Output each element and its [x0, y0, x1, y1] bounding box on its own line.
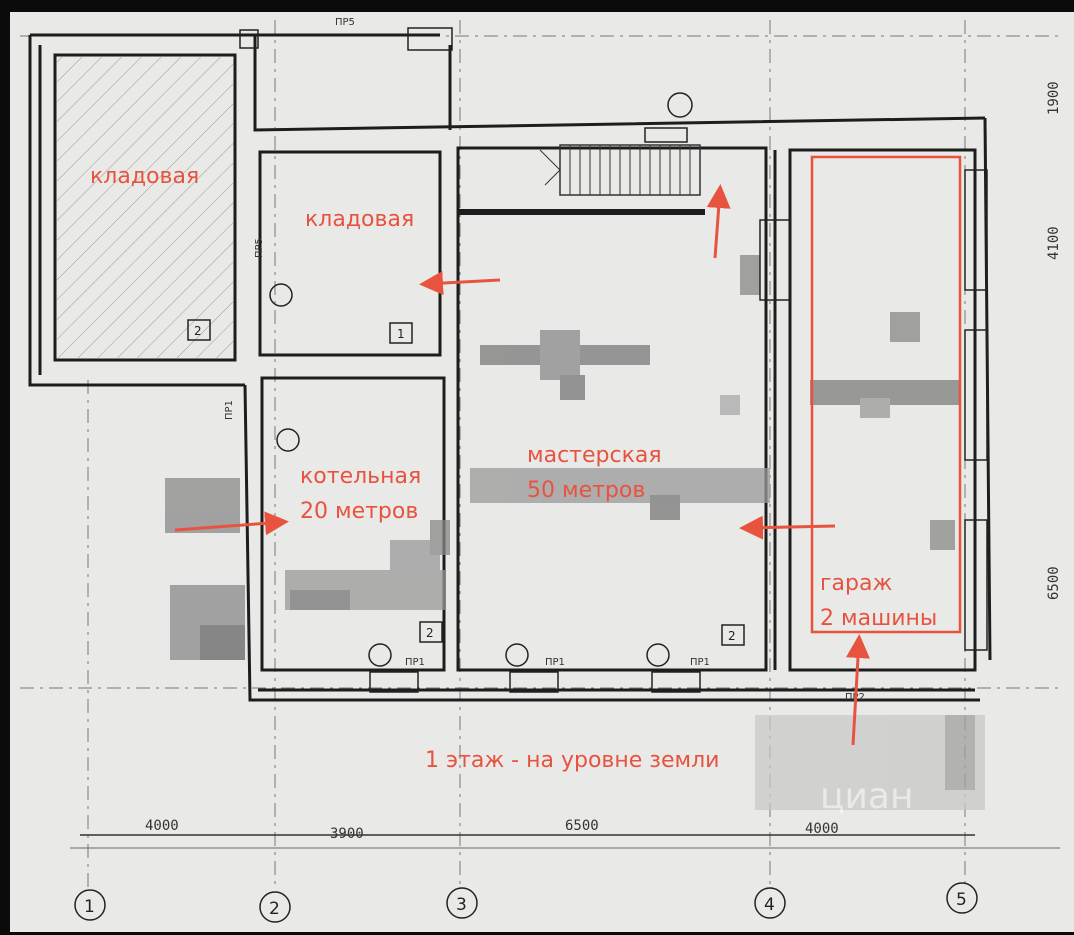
arrow-to-stairs [706, 184, 731, 259]
arrow-to-workshop [739, 515, 836, 540]
axis-2: 2 [269, 899, 280, 919]
svg-text:ПР1: ПР1 [224, 400, 235, 420]
axis-3: 3 [456, 895, 467, 915]
label-workshop-line1: мастерская [527, 443, 662, 468]
axis-bubbles: 1 2 3 4 5 [74, 882, 978, 923]
svg-text:2: 2 [194, 324, 202, 338]
watermark: циан [820, 776, 914, 817]
axis-1: 1 [84, 897, 95, 917]
windows [239, 27, 988, 693]
walls [28, 33, 992, 702]
svg-text:ПР1: ПР1 [545, 657, 565, 668]
dimension-1: 4000 [145, 818, 179, 834]
room-labels: кладовая кладовая котельная 20 метров ма… [90, 164, 937, 773]
axis-5: 5 [956, 890, 967, 910]
svg-text:2: 2 [728, 629, 736, 643]
garage-highlight [810, 155, 962, 634]
label-workshop-line2: 50 метров [527, 478, 645, 503]
arrow-to-garage [845, 634, 870, 746]
circle-markers [269, 92, 693, 667]
annotation-arrows [174, 184, 870, 746]
label-boiler-line2: 20 метров [300, 499, 418, 524]
label-storage-middle: кладовая [305, 207, 414, 232]
arrow-to-storage [419, 271, 501, 296]
svg-text:ПР1: ПР1 [690, 657, 710, 668]
label-boiler-line1: котельная [300, 464, 421, 489]
room-number-boxes: 2 1 2 2 [187, 319, 745, 646]
dimension-3: 6500 [565, 818, 599, 834]
svg-text:4100: 4100 [1046, 226, 1062, 260]
svg-text:1900: 1900 [1046, 81, 1062, 115]
svg-text:ПР1: ПР1 [405, 657, 425, 668]
dimension-2: 3900 [330, 826, 364, 842]
side-dimensions: 1900 4100 6500 [1046, 81, 1062, 600]
pixelated-blur [165, 255, 985, 810]
bottom-dimensions: 4000 3900 6500 4000 [145, 818, 839, 842]
floor-title: 1 этаж - на уровне земли [425, 748, 719, 773]
label-garage-line2: 2 машины [820, 606, 937, 631]
axis-4: 4 [764, 895, 775, 915]
dimension-4: 4000 [805, 821, 839, 837]
svg-text:ПР5: ПР5 [335, 17, 355, 28]
svg-text:ПР5: ПР5 [254, 238, 265, 258]
label-storage-left: кладовая [90, 164, 199, 189]
stairs [539, 144, 701, 196]
svg-text:1: 1 [397, 327, 405, 341]
label-garage-line1: гараж [820, 571, 892, 596]
arrow-to-boiler [174, 511, 289, 536]
svg-text:6500: 6500 [1046, 566, 1062, 600]
svg-text:2: 2 [426, 626, 434, 640]
